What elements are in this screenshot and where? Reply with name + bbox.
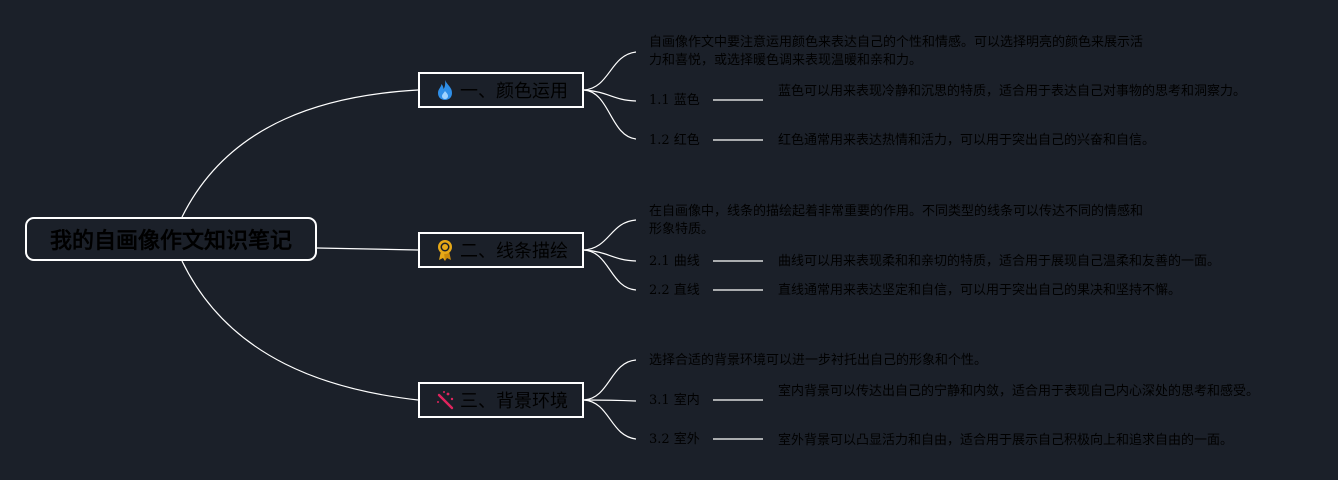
- connector-b1-sub2: [583, 89, 637, 140]
- sub-detail: 蓝色可以用来表现冷静和沉思的特质，适合用于表达自己对事物的思考和洞察力。: [778, 84, 1247, 99]
- sub-detail: 曲线可以用来表现柔和和亲切的特质，适合用于展现自己温柔和友善的一面。: [778, 254, 1221, 269]
- connector-b2-desc: [583, 219, 637, 251]
- root-title: 我的自画像作文知识笔记: [49, 229, 292, 254]
- branch-description: 在自画像中，线条的描绘起着非常重要的作用。不同类型的线条可以传达不同的情感和形象…: [649, 204, 1144, 237]
- sub-detail: 直线通常用来表达坚定和自信，可以用于突出自己的果决和坚持不懈。: [778, 283, 1182, 298]
- branch-label: 三、背景环境: [460, 391, 568, 412]
- connector-b3-sub2: [583, 399, 637, 440]
- flame-icon: [434, 79, 456, 101]
- branch-description: 选择合适的背景环境可以进一步衬托出自己的形象和个性。: [649, 353, 988, 368]
- sub-label: 2.1 曲线: [649, 254, 700, 269]
- award-ribbon-icon: [434, 239, 456, 261]
- branch-description: 自画像作文中要注意运用颜色来表达自己的个性和情感。可以选择明亮的颜色来展示活力和…: [649, 35, 1144, 68]
- sub-label: 1.2 红色: [649, 133, 700, 148]
- sub-detail: 室内背景可以传达出自己的宁静和内敛，适合用于表现自己内心深处的思考和感受。: [778, 384, 1260, 399]
- branch-label: 二、线条描绘: [460, 241, 568, 262]
- branch-label: 一、颜色运用: [460, 81, 568, 102]
- branch-node-color[interactable]: 一、颜色运用: [418, 72, 584, 108]
- sub-label: 3.2 室外: [649, 432, 700, 447]
- sub-label: 3.1 室内: [649, 393, 700, 408]
- magic-wand-icon: [434, 389, 456, 411]
- connector-root-branch-3: [181, 260, 419, 401]
- connector-root-branch-1: [181, 89, 419, 218]
- connector-b3-sub1: [583, 399, 637, 402]
- sub-detail: 红色通常用来表达热情和活力，可以用于突出自己的兴奋和自信。: [778, 133, 1156, 148]
- connector-b3-desc: [583, 359, 637, 401]
- branch-node-lines[interactable]: 二、线条描绘: [418, 232, 584, 268]
- sub-detail: 室外背景可以凸显活力和自由，适合用于展示自己积极向上和追求自由的一面。: [778, 433, 1234, 448]
- connector-b1-desc: [583, 51, 637, 91]
- root-node[interactable]: 我的自画像作文知识笔记: [25, 217, 317, 261]
- connector-root-branch-2: [316, 247, 419, 251]
- branch-node-background[interactable]: 三、背景环境: [418, 382, 584, 418]
- sub-label: 2.2 直线: [649, 283, 700, 298]
- sub-label: 1.1 蓝色: [649, 93, 700, 108]
- connector-b2-sub2: [583, 249, 637, 291]
